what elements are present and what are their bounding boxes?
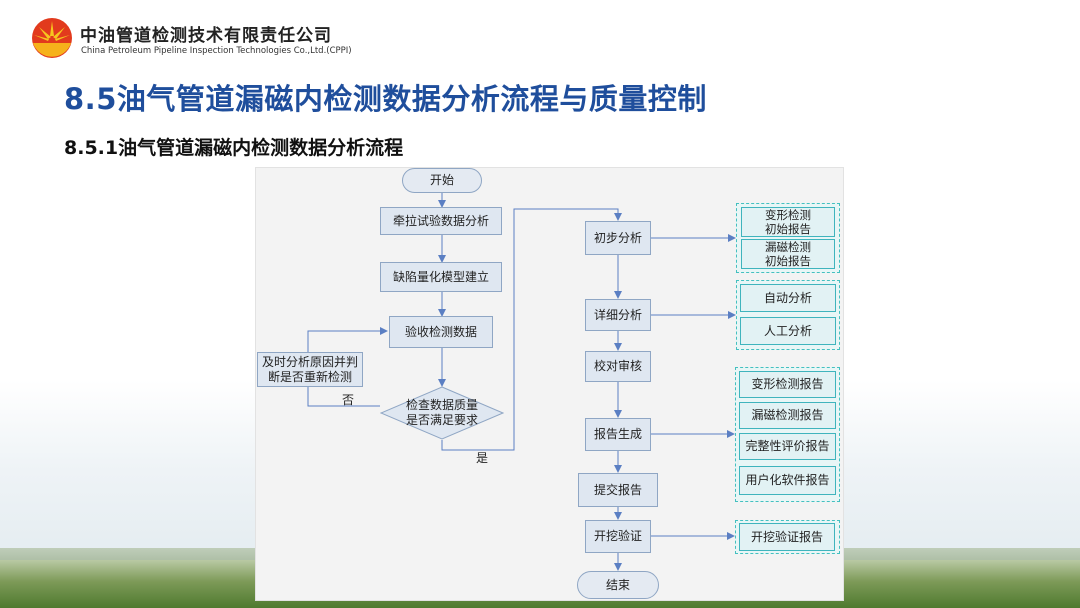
- company-logo-icon: [32, 18, 72, 58]
- excavation-report-box: 开挖验证报告: [739, 523, 835, 551]
- tensile-test-analysis-node: 牵拉试验数据分析: [380, 207, 502, 235]
- retry-line-1: 及时分析原因并判: [261, 354, 358, 369]
- detailed-analysis-node: 详细分析: [585, 299, 651, 331]
- no-label: 否: [342, 393, 355, 407]
- manual-analysis-box: 人工分析: [740, 317, 836, 345]
- section-subtitle: 8.5.1油气管道漏磁内检测数据分析流程: [64, 137, 404, 159]
- integrity-report-box: 完整性评价报告: [739, 433, 836, 460]
- mfl-report-line-1: 漏磁检测: [765, 240, 811, 254]
- initial-analysis-node: 初步分析: [585, 221, 651, 255]
- excavation-verification-node: 开挖验证: [585, 520, 651, 553]
- mfl-report-box: 漏磁检测报告: [739, 402, 836, 429]
- submit-report-node: 提交报告: [578, 473, 658, 507]
- flowchart-connectors: [307, 193, 736, 571]
- decision-line-1: 检查数据质量: [405, 398, 478, 412]
- decision-line-2: 是否满足要求: [405, 413, 478, 427]
- deformation-report-box: 变形检测报告: [739, 371, 836, 398]
- end-node: 结束: [577, 571, 659, 599]
- retry-line-2: 断是否重新检测: [267, 369, 352, 384]
- company-name-cn: 中油管道检测技术有限责任公司: [80, 26, 332, 46]
- defect-model-node: 缺陷量化模型建立: [380, 262, 502, 292]
- report-generation-node: 报告生成: [585, 418, 651, 451]
- company-name-en: China Petroleum Pipeline Inspection Tech…: [81, 46, 352, 56]
- review-node: 校对审核: [585, 351, 651, 382]
- mfl-report-line-2: 初始报告: [765, 254, 811, 268]
- deformation-initial-report: 变形检测初始报告: [741, 207, 835, 237]
- deformation-report-line-1: 变形检测: [765, 208, 811, 222]
- retry-analysis-node: 及时分析原因并判断是否重新检测: [257, 352, 363, 387]
- auto-analysis-box: 自动分析: [740, 284, 836, 312]
- quality-decision-diamond: [380, 386, 504, 440]
- flowchart: 开始 牵拉试验数据分析 缺陷量化模型建立 验收检测数据 检查数据质量是否满足要求…: [255, 167, 844, 601]
- user-software-report-box: 用户化软件报告: [739, 466, 836, 495]
- yes-label: 是: [476, 451, 489, 465]
- mfl-initial-report: 漏磁检测初始报告: [741, 239, 835, 269]
- start-node: 开始: [402, 168, 482, 193]
- deformation-report-line-2: 初始报告: [765, 222, 811, 236]
- page-title: 8.5油气管道漏磁内检测数据分析流程与质量控制: [64, 82, 707, 116]
- accept-data-node: 验收检测数据: [389, 316, 493, 348]
- decision-text: 检查数据质量是否满足要求: [380, 386, 504, 440]
